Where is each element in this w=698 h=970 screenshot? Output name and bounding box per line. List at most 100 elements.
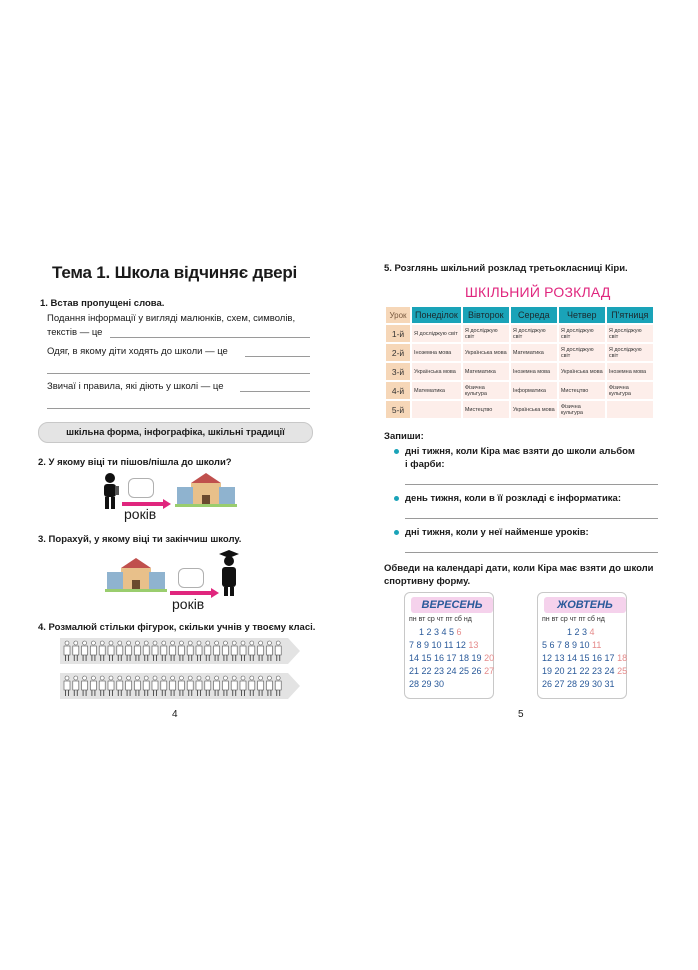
person-figure-icon[interactable] [213, 675, 220, 696]
person-figure-icon[interactable] [239, 640, 247, 661]
person-figure-icon[interactable] [178, 640, 185, 661]
answer-line[interactable] [240, 391, 310, 392]
schedule-cell: Фізична культура [606, 382, 653, 399]
age-input-box[interactable] [128, 478, 154, 498]
person-figure-icon[interactable] [151, 640, 159, 661]
person-figure-icon[interactable] [230, 640, 238, 661]
task1-line2: Одяг, в якому діти ходять до школи — це [47, 346, 228, 357]
calendar-week-row[interactable]: 26 27 28 29 30 31 [542, 679, 615, 689]
task1-line3: Звичаї і правила, які діють у школі — це [47, 381, 224, 392]
person-figure-icon[interactable] [90, 640, 97, 661]
calendar-week-row[interactable]: 7 8 9 10 11 12 13 [409, 640, 479, 650]
person-figure-icon[interactable] [116, 640, 124, 661]
person-figure-icon[interactable] [186, 640, 194, 661]
calendar-week-row[interactable]: 5 6 7 8 9 10 11 [542, 640, 602, 650]
circle-instruction-line2: спортивну форму. [384, 576, 471, 587]
schedule-cell: Я досліджую світ [558, 344, 605, 361]
person-figure-icon[interactable] [213, 640, 220, 661]
person-figure-icon[interactable] [125, 640, 132, 661]
person-figure-icon[interactable] [142, 675, 150, 696]
answer-line[interactable] [405, 552, 658, 553]
person-figure-icon[interactable] [195, 675, 203, 696]
calendar-week-row[interactable]: 1 2 3 4 [542, 627, 595, 637]
person-figure-icon[interactable] [178, 675, 185, 696]
calendar-week-row[interactable]: 14 15 16 17 18 19 20 [409, 653, 495, 663]
schedule-cell [606, 401, 653, 418]
lesson-number: 3-й [386, 363, 410, 380]
lesson-number: 4-й [386, 382, 410, 399]
schedule-cell: Фізична культура [462, 382, 509, 399]
answer-line[interactable] [405, 484, 658, 485]
person-figure-icon[interactable] [72, 640, 80, 661]
person-figure-icon[interactable] [81, 675, 88, 696]
answer-line[interactable] [47, 373, 310, 374]
task3-label: 3. Порахуй, у якому віці ти закінчиш шко… [38, 534, 242, 545]
years-label: років [124, 506, 157, 522]
person-figure-icon[interactable] [186, 675, 194, 696]
person-figure-icon[interactable] [230, 675, 238, 696]
person-figure-icon[interactable] [90, 675, 97, 696]
person-figure-icon[interactable] [266, 640, 273, 661]
figures-row-2[interactable] [60, 673, 300, 699]
person-figure-icon[interactable] [98, 640, 106, 661]
person-figure-icon[interactable] [81, 640, 88, 661]
calendar-weekdays: пн вт ср чт пт сб нд [542, 616, 605, 623]
person-figure-icon[interactable] [134, 675, 141, 696]
person-figure-icon[interactable] [63, 675, 71, 696]
person-figure-icon[interactable] [257, 675, 264, 696]
person-figure-icon[interactable] [63, 640, 71, 661]
person-figure-icon[interactable] [169, 675, 176, 696]
calendar-week-row[interactable]: 19 20 21 22 23 24 25 [542, 666, 628, 676]
left-page: Тема 1. Школа відчиняє двері 1. Встав пр… [38, 263, 315, 720]
answer-line[interactable] [245, 356, 310, 357]
schedule-cell: Математика [510, 344, 557, 361]
calendar-week-row[interactable]: 1 2 3 4 5 6 [409, 627, 462, 637]
person-figure-icon[interactable] [116, 675, 124, 696]
lesson-number: 2-й [386, 344, 410, 361]
schedule-cell: Мистецтво [558, 382, 605, 399]
schedule-table: Урок Понеділок Вівторок Середа Четвер П'… [384, 305, 655, 420]
calendar-week-row[interactable]: 21 22 23 24 25 26 27 [409, 666, 495, 676]
school-building-icon [175, 473, 237, 507]
schedule-header-cell: Понеділок [412, 307, 461, 323]
schedule-title: ШКІЛЬНИЙ РОЗКЛАД [465, 284, 611, 300]
answer-line[interactable] [47, 408, 310, 409]
person-figure-icon[interactable] [98, 675, 106, 696]
person-figure-icon[interactable] [274, 675, 282, 696]
person-figure-icon[interactable] [142, 640, 150, 661]
person-figure-icon[interactable] [151, 675, 159, 696]
person-figure-icon[interactable] [274, 640, 282, 661]
calendar-week-row[interactable]: 28 29 30 [409, 679, 445, 689]
age-input-box[interactable] [178, 568, 204, 588]
person-figure-icon[interactable] [160, 640, 168, 661]
answer-line[interactable] [110, 337, 310, 338]
person-figure-icon[interactable] [248, 675, 256, 696]
person-figure-icon[interactable] [169, 640, 176, 661]
person-figure-icon[interactable] [222, 640, 229, 661]
person-figure-icon[interactable] [204, 640, 212, 661]
calendar-week-row[interactable]: 12 13 14 15 16 17 18 [542, 653, 628, 663]
lesson-number: 1-й [386, 325, 410, 342]
person-figure-icon[interactable] [257, 640, 264, 661]
schedule-header-cell: Четвер [558, 307, 605, 323]
person-figure-icon[interactable] [134, 640, 141, 661]
answer-line[interactable] [405, 518, 658, 519]
person-figure-icon[interactable] [195, 640, 203, 661]
person-figure-icon[interactable] [107, 675, 115, 696]
schedule-cell: Українська мова [462, 344, 509, 361]
task1-line1a: Подання інформації у вигляді малюнків, с… [47, 313, 296, 324]
person-figure-icon[interactable] [125, 675, 132, 696]
figures-row-1[interactable] [60, 638, 300, 664]
person-figure-icon[interactable] [107, 640, 115, 661]
person-figure-icon[interactable] [222, 675, 229, 696]
lesson-number: 5-й [386, 401, 410, 418]
person-figure-icon[interactable] [266, 675, 273, 696]
person-figure-icon[interactable] [239, 675, 247, 696]
person-figure-icon[interactable] [160, 675, 168, 696]
person-figure-icon[interactable] [72, 675, 80, 696]
person-figure-icon[interactable] [204, 675, 212, 696]
person-figure-icon[interactable] [248, 640, 256, 661]
